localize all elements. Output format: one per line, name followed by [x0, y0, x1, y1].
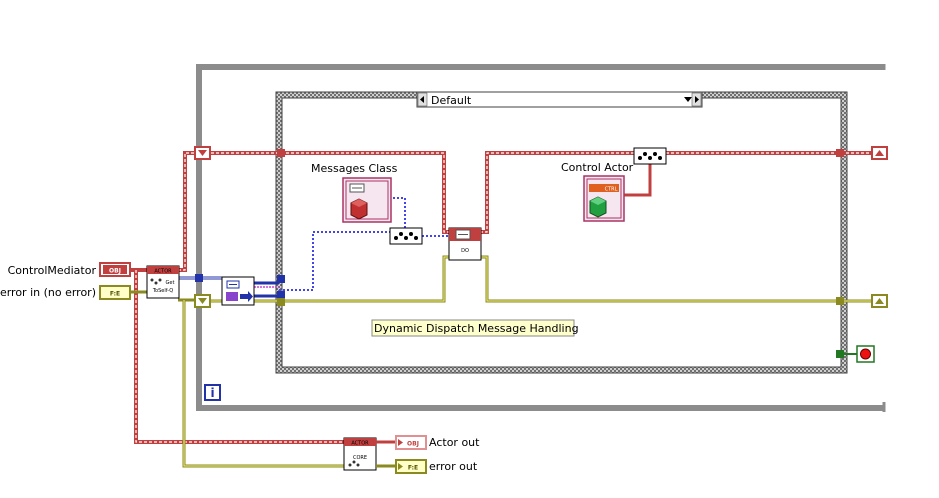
actor-out-label: Actor out [429, 436, 480, 449]
decrement-arrow-icon[interactable] [420, 96, 424, 103]
arrow-right-icon [240, 291, 253, 302]
queue-tunnel-left [195, 274, 203, 282]
comment-text: Dynamic Dispatch Message Handling [374, 322, 579, 335]
actor-core-node[interactable]: ACTOR CORE [343, 437, 377, 471]
down-arrow-icon [198, 150, 207, 156]
case-tunnels [277, 149, 844, 358]
to-more-specific-class-node[interactable] [389, 227, 423, 245]
control-mediator-control[interactable]: ControlMediator OBJ [8, 262, 131, 277]
get-label: Get [166, 280, 175, 286]
control-mediator-type: OBJ [109, 268, 121, 275]
error-in-label: error in (no error) [0, 286, 96, 299]
core-actor-banner: ACTOR [351, 441, 369, 447]
stop-icon [860, 348, 871, 360]
control-actor-constant[interactable]: CTRL [583, 175, 625, 222]
up-arrow-icon [875, 150, 884, 156]
shift-register-class-left[interactable] [194, 146, 211, 160]
control-mediator-label: ControlMediator [8, 264, 97, 277]
comment-box[interactable]: Dynamic Dispatch Message Handling [371, 319, 579, 337]
actor-banner-label: ACTOR [154, 269, 172, 275]
messages-class-constant[interactable] [342, 177, 392, 223]
iteration-label: i [210, 386, 214, 400]
increment-arrow-icon[interactable] [695, 96, 699, 103]
actor-network-icon [348, 460, 360, 467]
up-arrow-icon [875, 298, 884, 304]
arrow-right-icon [398, 463, 403, 470]
network-icon [638, 152, 662, 160]
do-method-node[interactable]: DO [448, 227, 482, 261]
arrow-right-icon [398, 439, 403, 446]
shift-register-class-right[interactable] [871, 146, 888, 160]
case-selector-value: Default [431, 94, 472, 107]
error-out-type: F:E [408, 465, 418, 472]
error-in-type: F:E [110, 291, 120, 298]
error-out-label: error out [429, 460, 478, 473]
do-label: DO [461, 248, 469, 254]
shift-register-error-right[interactable] [871, 294, 888, 308]
queue-wires [178, 197, 450, 298]
error-wires [131, 255, 873, 468]
get-to-self-queue-node[interactable]: ACTOR Get ToSelf-Q [146, 265, 180, 299]
network-icon [394, 232, 418, 240]
error-out-indicator[interactable]: F:E error out [395, 459, 478, 474]
class-wires [130, 151, 873, 444]
while-loop[interactable] [196, 64, 886, 412]
down-arrow-icon [198, 298, 207, 304]
shift-register-error-left[interactable] [194, 294, 211, 308]
messages-class-label: Messages Class [311, 162, 398, 175]
case-selector[interactable]: Default [416, 91, 703, 108]
actor-network-icon [150, 278, 162, 285]
chevron-down-icon[interactable] [684, 97, 692, 102]
dequeue-element-node[interactable] [221, 276, 255, 306]
actor-out-indicator[interactable]: OBJ Actor out [395, 435, 480, 450]
error-in-control[interactable]: error in (no error) F:E [0, 285, 131, 300]
core-label: CORE [353, 455, 367, 461]
to-more-generic-class-node[interactable] [633, 147, 667, 165]
control-actor-label: Control Actor [561, 161, 634, 174]
actor-out-type: OBJ [407, 441, 419, 448]
iteration-terminal[interactable]: i [204, 384, 221, 401]
to-self-q-label: ToSelf-Q [152, 288, 173, 294]
ctrl-badge: CTRL [605, 187, 618, 193]
loop-condition-terminal[interactable] [856, 345, 875, 363]
